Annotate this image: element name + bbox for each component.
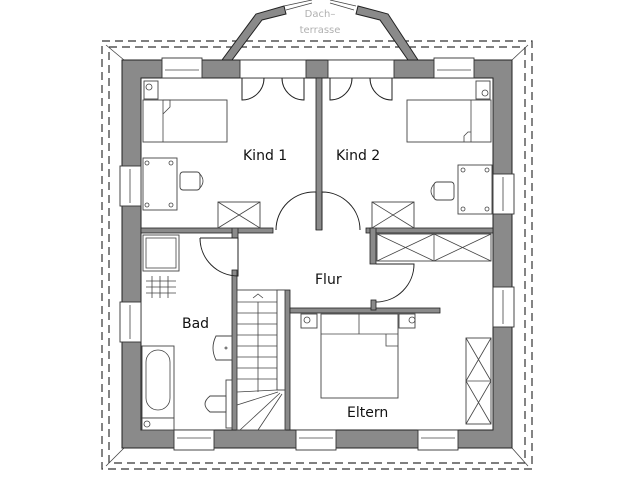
kind2-furniture: Kind 2 [336, 80, 493, 229]
roof-terrace-label-1: Dach– [305, 9, 336, 20]
room-label-bad: Bad [182, 316, 209, 332]
roof-terrace-label-2: terrasse [300, 25, 341, 36]
room-label-kind1: Kind 1 [243, 148, 287, 164]
room-label-eltern: Eltern [347, 405, 388, 421]
hall-doors [199, 191, 415, 303]
roof-terrace: Dach– terrasse [212, 0, 428, 61]
bad-furniture: Bad [141, 234, 233, 431]
room-label-kind2: Kind 2 [336, 148, 380, 164]
staircase [236, 289, 286, 431]
windows [119, 57, 515, 451]
interior-walls [140, 77, 494, 431]
terrace-doors [239, 59, 395, 101]
eltern-furniture: Eltern [300, 313, 492, 425]
kind1-furniture: Kind 1 [142, 80, 287, 229]
roof-outline [101, 40, 533, 470]
wardrobe [376, 233, 492, 262]
room-label-flur: Flur [315, 272, 342, 288]
